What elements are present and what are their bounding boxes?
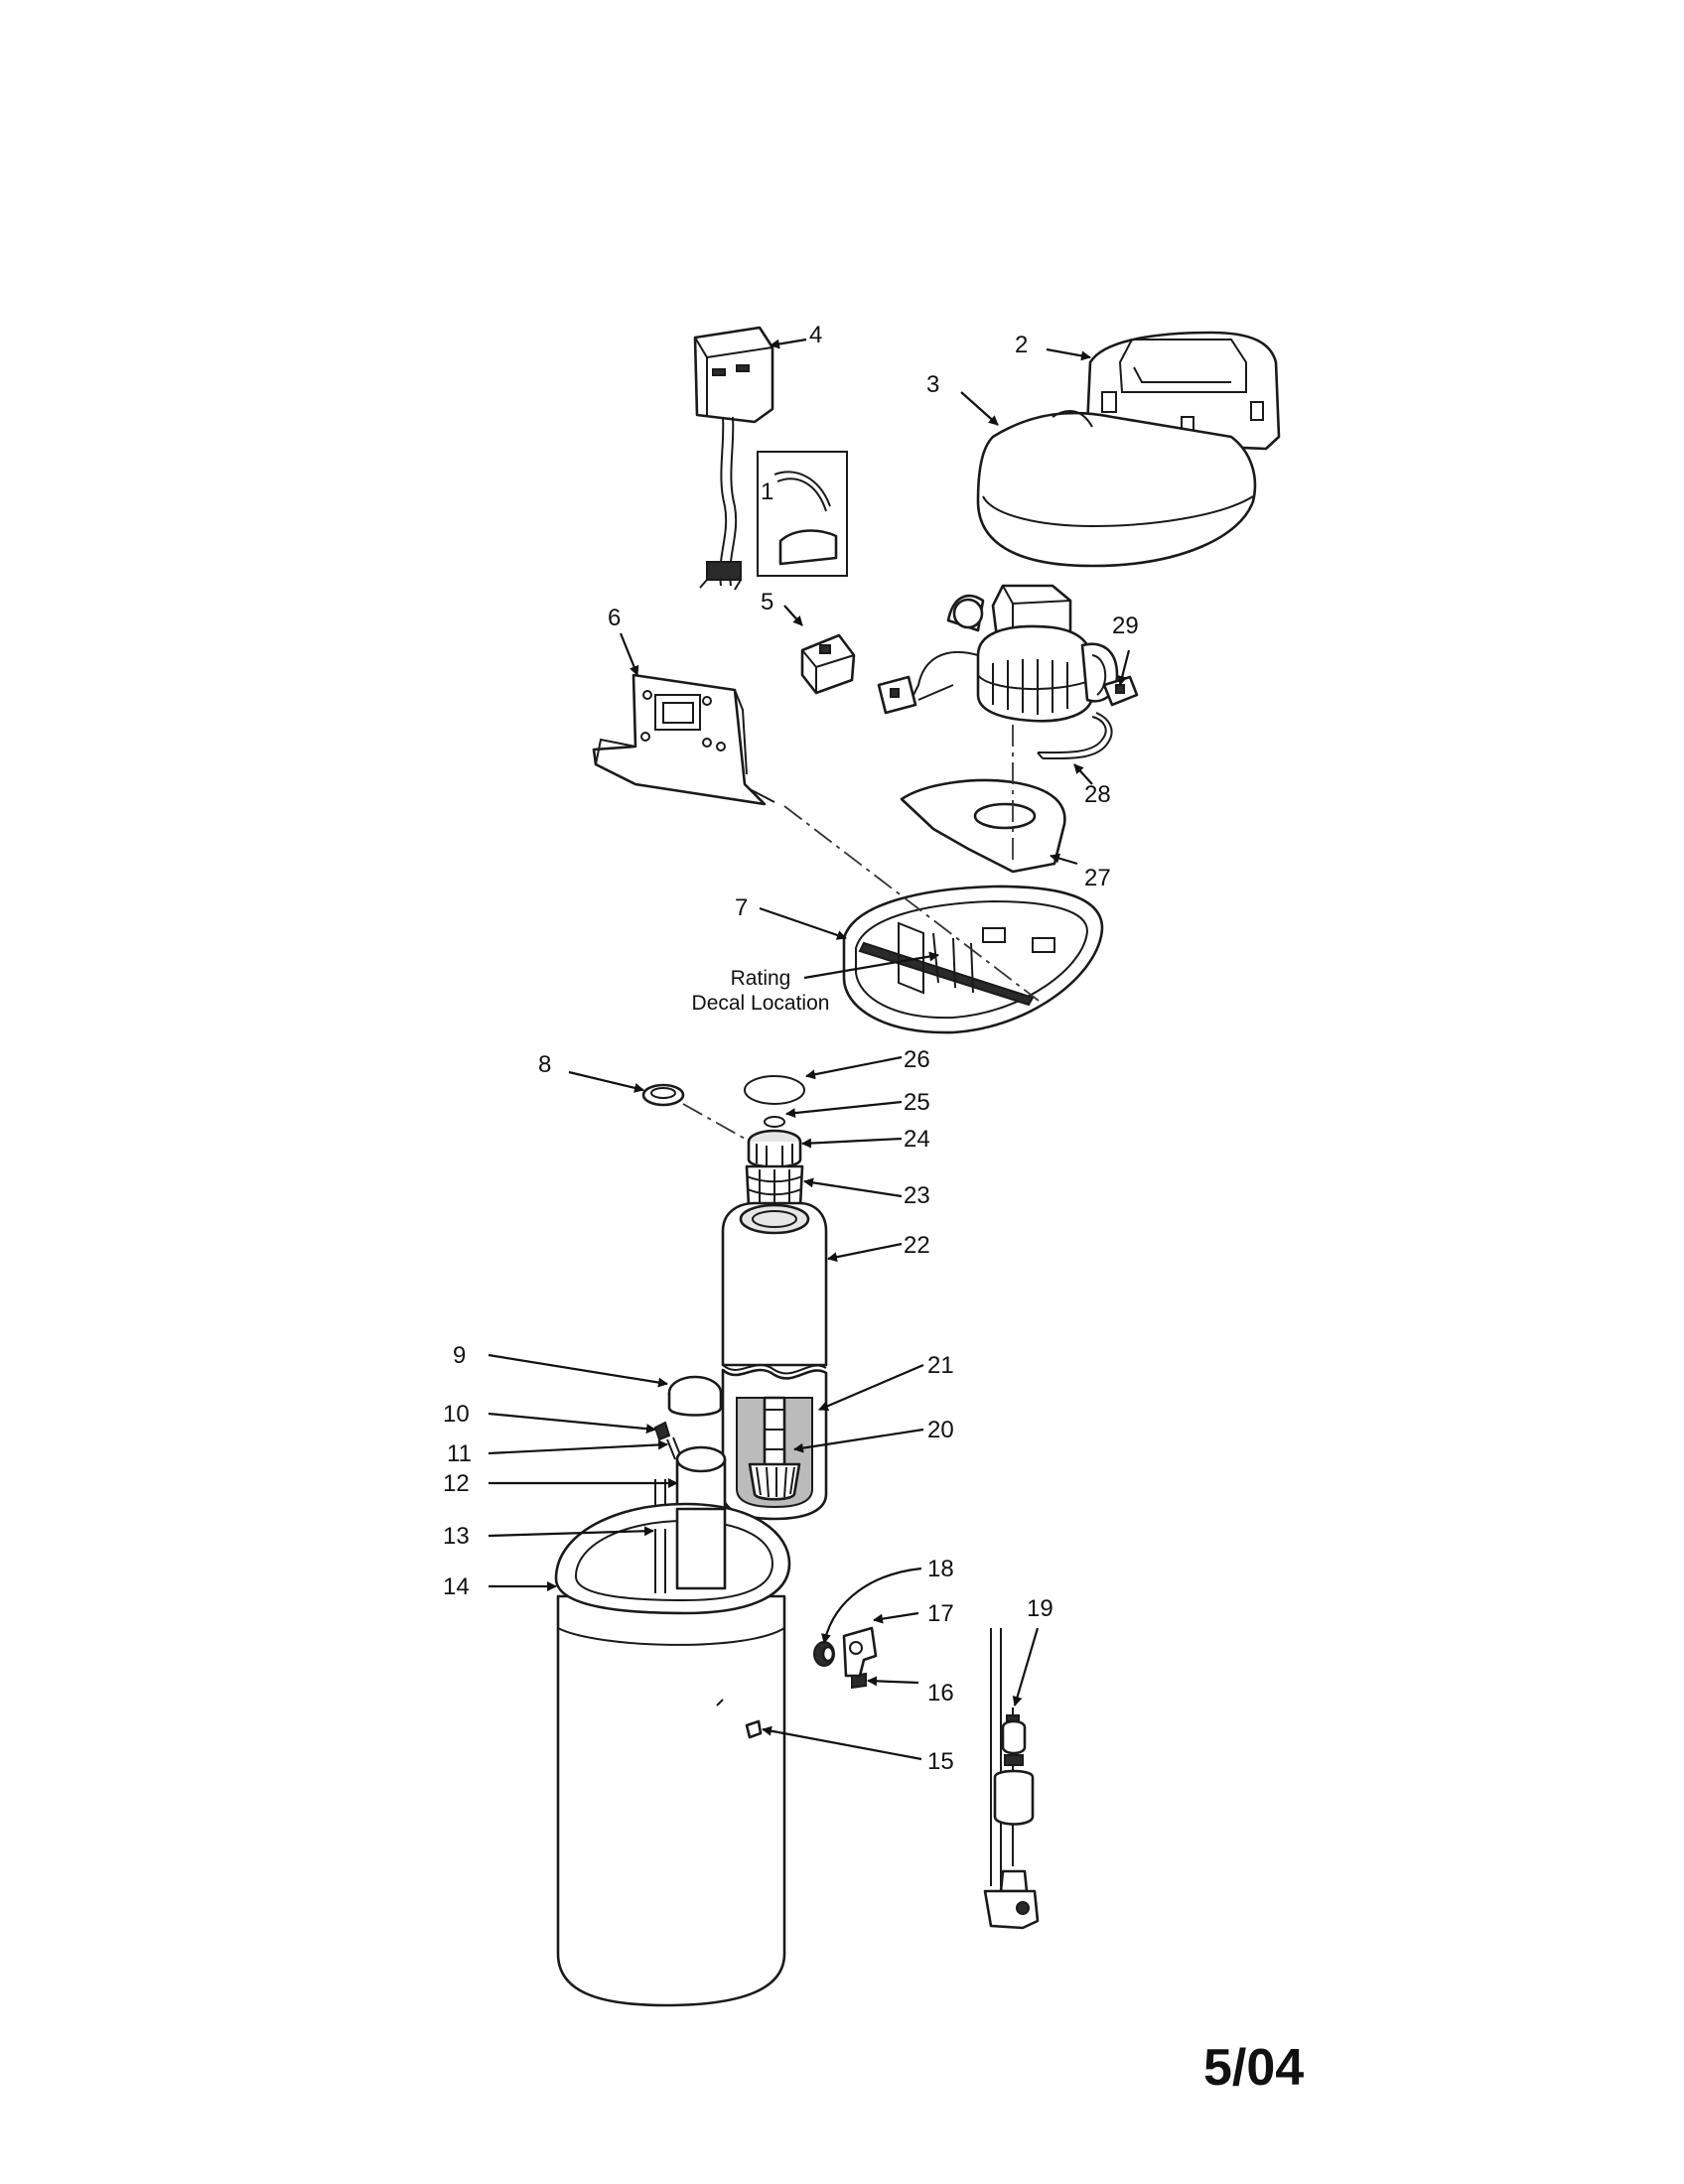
callout-10: 10 (443, 1401, 470, 1428)
oring-part-25 (764, 1116, 785, 1128)
callout-labels: 1 2 3 4 5 6 7 8 9 10 11 12 13 14 15 16 1… (443, 322, 1139, 1775)
callout-20: 20 (927, 1417, 954, 1443)
plug-part-8 (641, 1083, 685, 1107)
callout-29: 29 (1112, 613, 1139, 639)
callout-21: 21 (927, 1352, 954, 1379)
rating-decal-note: Rating Decal Location (692, 967, 830, 1015)
control-housing-part-7 (842, 885, 1104, 1034)
note-line-1: Rating (731, 967, 791, 990)
callout-15: 15 (927, 1748, 954, 1775)
grommet-part-18 (813, 1641, 835, 1667)
float-assembly-part-19 (983, 1628, 1040, 1930)
callout-5: 5 (761, 589, 773, 615)
callout-9: 9 (453, 1342, 466, 1369)
callout-6: 6 (608, 605, 621, 631)
callout-26: 26 (904, 1046, 930, 1073)
callout-25: 25 (904, 1089, 930, 1116)
callout-8: 8 (538, 1051, 551, 1078)
brine-well-cover-part-9 (667, 1375, 723, 1417)
resin-tank-part-22 (721, 1201, 828, 1375)
motor-bracket-left (877, 675, 917, 715)
callout-4: 4 (809, 322, 822, 348)
clip-part-10 (653, 1421, 671, 1441)
callout-23: 23 (904, 1182, 930, 1209)
revision-code: 5/04 (1203, 2039, 1304, 2097)
salt-lid-part (976, 410, 1257, 568)
clip-part-28 (1037, 712, 1113, 760)
gasket-part-27 (900, 778, 1066, 874)
callout-13: 13 (443, 1523, 470, 1550)
switch-part (800, 633, 856, 695)
callout-11: 11 (447, 1440, 472, 1467)
callout-22: 22 (904, 1232, 930, 1259)
callout-12: 12 (443, 1470, 470, 1497)
callout-28: 28 (1084, 781, 1111, 808)
callout-18: 18 (927, 1556, 954, 1582)
callout-17: 17 (927, 1600, 954, 1627)
centerlines (682, 725, 1040, 1141)
callout-2: 2 (1015, 332, 1028, 358)
control-bracket-part-6 (592, 673, 775, 806)
note-line-2: Decal Location (692, 992, 830, 1015)
oring-part-26 (744, 1075, 805, 1105)
salt-tank-part-14 (554, 1502, 791, 2007)
elbow-part-17 (842, 1626, 878, 1678)
callout-14: 14 (443, 1573, 470, 1600)
leader-lines (488, 338, 1131, 1761)
callout-27: 27 (1084, 865, 1111, 891)
service-kit-part (757, 451, 848, 577)
overflow-fitting-part-15 (716, 1699, 763, 1739)
callout-16: 16 (927, 1680, 954, 1706)
callout-19: 19 (1027, 1595, 1053, 1622)
callout-3: 3 (926, 371, 939, 398)
adapter-part-24 (747, 1129, 802, 1168)
callout-24: 24 (904, 1126, 930, 1153)
callout-1: 1 (761, 478, 773, 505)
transformer-part (693, 326, 774, 591)
distributor-basket-part-20 (748, 1462, 801, 1501)
valve-motor-assembly (912, 584, 1119, 723)
callout-7: 7 (735, 894, 748, 921)
